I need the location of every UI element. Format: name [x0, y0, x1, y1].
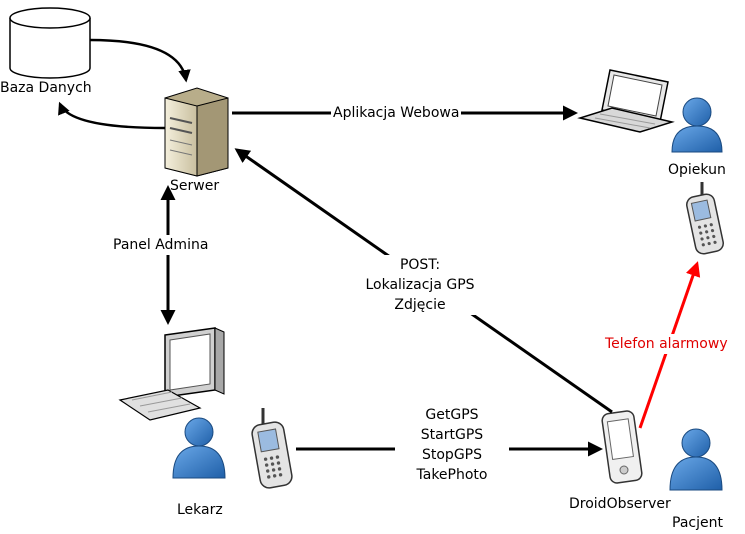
desktop-computer-icon — [118, 327, 225, 421]
post-label-line: Lokalizacja GPS — [365, 277, 475, 293]
server-to-db-arrow — [58, 101, 166, 130]
server-icon — [164, 87, 229, 177]
caregiver-label: Opiekun — [668, 162, 726, 178]
database-icon — [9, 7, 91, 79]
server-label: Serwer — [170, 178, 220, 194]
command-item: StartGPS — [420, 427, 484, 443]
doctor-phone-icon — [251, 408, 293, 489]
patient-label: Pacjent — [672, 515, 723, 531]
app-label: DroidObserver — [569, 496, 671, 512]
commands-label: GetGPS StartGPS StopGPS TakePhoto — [395, 405, 509, 485]
web-app-label: Aplikacja Webowa — [331, 103, 462, 123]
command-item: TakePhoto — [416, 467, 488, 483]
post-label: POST: Lokalizacja GPS Zdjęcie — [356, 255, 484, 315]
command-item: StopGPS — [421, 447, 482, 463]
doctor-person-icon — [172, 417, 226, 479]
caregiver-phone-icon — [686, 182, 724, 255]
command-item: GetGPS — [425, 407, 479, 423]
doctor-label: Lekarz — [177, 502, 223, 518]
alarm-phone-label: Telefon alarmowy — [603, 334, 730, 354]
db-to-server-arrow — [89, 38, 191, 83]
post-label-line: POST: — [399, 257, 441, 273]
smartphone-icon — [601, 410, 643, 484]
database-label: Baza Danych — [0, 80, 92, 96]
post-label-line: Zdjęcie — [394, 297, 446, 313]
patient-person-icon — [669, 428, 723, 491]
laptop-icon — [577, 69, 675, 133]
admin-panel-label: Panel Admina — [111, 235, 211, 255]
caregiver-person-icon — [671, 97, 723, 153]
